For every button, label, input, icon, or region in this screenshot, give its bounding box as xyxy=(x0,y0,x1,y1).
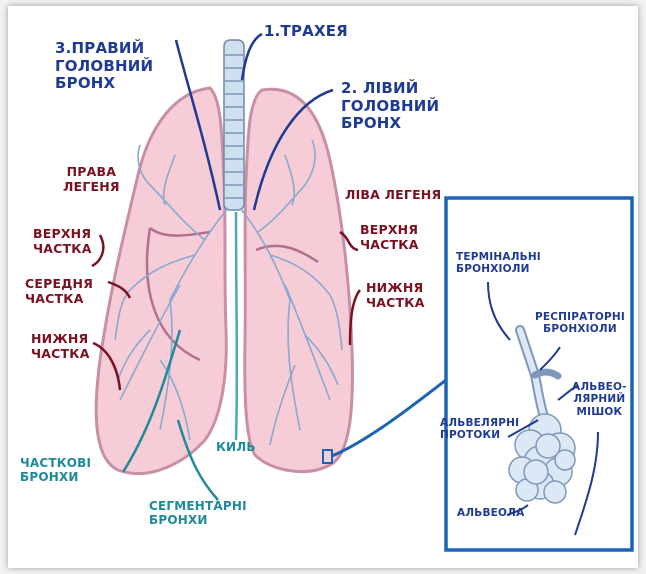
label-terminal-bronchioles: ТЕРМІНАЛЬНІ БРОНХІОЛИ xyxy=(456,251,541,276)
label-segmental-bronchi: СЕГМЕНТАРНІ БРОНХИ xyxy=(149,499,247,527)
label-left-lung: ЛІВА ЛЕГЕНЯ xyxy=(345,188,441,203)
label-alveolar-sac-line2: ЛЯРНИЙ xyxy=(572,393,627,405)
left-lung-shape xyxy=(245,89,353,471)
label-terminal-bronchioles-line1: ТЕРМІНАЛЬНІ xyxy=(456,251,541,263)
label-left-bronchus-line1: 2. ЛІВИЙ xyxy=(341,80,439,98)
label-alveolar-ducts-line1: АЛЬВЕЛЯРНІ xyxy=(440,417,519,429)
label-trachea: 1.ТРАХЕЯ xyxy=(264,23,348,41)
lobar-bronchus xyxy=(236,212,237,440)
label-right-lower-lobe: НИЖНЯ ЧАСТКА xyxy=(31,332,90,362)
label-left-upper-lobe: ВЕРХНЯ ЧАСТКА xyxy=(360,223,419,253)
trachea-shape xyxy=(224,40,244,210)
label-alveolar-sac: АЛЬВЕО- ЛЯРНИЙ МІШОК xyxy=(572,381,627,418)
label-right-upper-lobe: ВЕРХНЯ ЧАСТКА xyxy=(33,227,92,257)
label-right-lung: ПРАВА ЛЕГЕНЯ xyxy=(63,165,120,195)
label-respiratory-bronchioles-line1: РЕСПІРАТОРНІ xyxy=(535,311,625,323)
label-right-main-bronchus: 3.ПРАВИЙ ГОЛОВНИЙ БРОНХ xyxy=(55,40,153,93)
label-left-lower-lobe-line2: ЧАСТКА xyxy=(366,296,425,311)
label-left-bronchus-line3: БРОНХ xyxy=(341,115,439,133)
label-left-bronchus-line2: ГОЛОВНИЙ xyxy=(341,98,439,116)
label-left-main-bronchus: 2. ЛІВИЙ ГОЛОВНИЙ БРОНХ xyxy=(341,80,439,133)
label-left-lower-lobe: НИЖНЯ ЧАСТКА xyxy=(366,281,425,311)
label-left-lower-lobe-line1: НИЖНЯ xyxy=(366,281,425,296)
label-right-middle-lobe-line1: СЕРЕДНЯ xyxy=(25,277,93,292)
label-right-lung-line2: ЛЕГЕНЯ xyxy=(63,180,120,195)
label-alveolus: АЛЬВЕОЛА xyxy=(457,507,524,519)
label-right-lung-line1: ПРАВА xyxy=(63,165,120,180)
label-alveolar-ducts: АЛЬВЕЛЯРНІ ПРОТОКИ xyxy=(440,417,519,442)
label-right-bronchus-line1: 3.ПРАВИЙ xyxy=(55,40,153,58)
label-alveolar-sac-line3: МІШОК xyxy=(572,406,627,418)
label-lobar-bronchi-line2: БРОНХИ xyxy=(20,470,91,484)
label-right-bronchus-line2: ГОЛОВНИЙ xyxy=(55,58,153,76)
label-right-bronchus-line3: БРОНХ xyxy=(55,75,153,93)
label-respiratory-bronchioles-line2: БРОНХІОЛИ xyxy=(535,323,625,335)
label-lobar-bronchi: ЧАСТКОВІ БРОНХИ xyxy=(20,456,91,484)
label-lobar-bronchi-line1: ЧАСТКОВІ xyxy=(20,456,91,470)
label-right-lower-lobe-line1: НИЖНЯ xyxy=(31,332,90,347)
label-respiratory-bronchioles: РЕСПІРАТОРНІ БРОНХІОЛИ xyxy=(535,311,625,336)
label-right-upper-lobe-line1: ВЕРХНЯ xyxy=(33,227,92,242)
label-left-upper-lobe-line1: ВЕРХНЯ xyxy=(360,223,419,238)
right-lung-shape xyxy=(96,88,226,474)
label-right-middle-lobe-line2: ЧАСТКА xyxy=(25,292,93,307)
label-right-middle-lobe: СЕРЕДНЯ ЧАСТКА xyxy=(25,277,93,307)
label-right-upper-lobe-line2: ЧАСТКА xyxy=(33,242,92,257)
label-segmental-bronchi-line1: СЕГМЕНТАРНІ xyxy=(149,499,247,513)
label-carina: КИЛЬ xyxy=(216,440,256,454)
label-alveolar-sac-line1: АЛЬВЕО- xyxy=(572,381,627,393)
label-left-upper-lobe-line2: ЧАСТКА xyxy=(360,238,419,253)
label-right-lower-lobe-line2: ЧАСТКА xyxy=(31,347,90,362)
label-segmental-bronchi-line2: БРОНХИ xyxy=(149,513,247,527)
label-alveolar-ducts-line2: ПРОТОКИ xyxy=(440,429,519,441)
label-terminal-bronchioles-line2: БРОНХІОЛИ xyxy=(456,263,541,275)
